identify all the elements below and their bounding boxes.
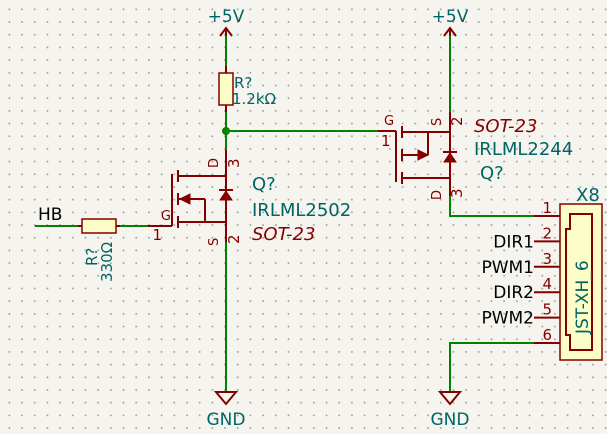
q-low-ref: Q?	[252, 174, 276, 195]
resistor-gate: R? 330Ω	[78, 218, 120, 282]
connector-pin-2-number: 2	[542, 224, 552, 242]
gnd-right-symbol: GND	[431, 391, 470, 430]
wire-pin6-gnd	[449, 342, 535, 393]
q-high-footprint: SOT-23	[474, 116, 537, 137]
connector-pin-6-number: 6	[542, 326, 552, 344]
q-high-pin-s: S	[430, 118, 445, 126]
connector-pin-4-number: 4	[542, 275, 552, 293]
q-low-value: IRLML2502	[252, 200, 351, 221]
connector-pin-4-name: DIR2	[493, 283, 534, 303]
connector-value: JST-XH_6	[573, 260, 593, 335]
q-high-pin-d: D	[430, 190, 445, 200]
vcc-left-label: +5V	[208, 7, 245, 27]
vcc-left-symbol: +5V	[208, 7, 245, 37]
gnd-right-label: GND	[431, 410, 470, 430]
q-low-pin-d: D	[207, 158, 222, 168]
q-low-num-s: 2	[225, 234, 243, 244]
q-high-num-d: 3	[448, 188, 466, 198]
connector-housing	[565, 213, 593, 351]
q-low-footprint: SOT-23	[252, 224, 315, 245]
connector-pin-1-number: 1	[542, 199, 552, 217]
connector-pin-3-name: PWM1	[481, 258, 534, 278]
q-low-num-d: 3	[225, 158, 243, 168]
vcc-right-label: +5V	[432, 7, 469, 27]
connector-pin-5-number: 5	[542, 301, 552, 319]
net-label-hb: HB	[38, 205, 62, 225]
q-high-value: IRLML2244	[474, 139, 573, 160]
wire-drain-pin1	[449, 195, 535, 217]
vcc-right-symbol: +5V	[432, 7, 469, 37]
connector-x8: X8 JST-XH_6 1 2 DIR1 3 PWM1 4 DIR2 5 PWM2 6	[481, 185, 603, 361]
q-low-pin-g: G	[161, 209, 171, 224]
q-high-num-s: 2	[448, 116, 466, 126]
q-high-num-g: 1	[381, 132, 391, 150]
mosfet-low-side: G D S 1 3 2 Q? IRLML2502 SOT-23	[148, 150, 351, 246]
connector-ref: X8	[576, 185, 600, 206]
pullup-value: 1.2kΩ	[232, 90, 276, 108]
wires	[35, 35, 535, 393]
q-low-num-g: 1	[152, 226, 162, 244]
connector-pin-2-name: DIR1	[493, 232, 534, 252]
resistor-pullup: R? 1.2kΩ	[218, 66, 276, 112]
connector-pin-5-name: PWM2	[481, 309, 534, 329]
junction-dot	[222, 127, 230, 135]
gate-res-ref: R?	[83, 248, 101, 266]
connector-pin-3-number: 3	[542, 250, 552, 268]
q-high-pin-g: G	[384, 114, 394, 129]
gate-res-value: 330Ω	[98, 242, 116, 282]
q-low-pin-s: S	[207, 238, 222, 246]
mosfet-high-side: G S D 1 2 3 SOT-23 IRLML2244 Q?	[378, 112, 573, 200]
gnd-left-symbol: GND	[207, 391, 246, 430]
q-high-ref: Q?	[480, 163, 504, 184]
pullup-ref: R?	[234, 74, 252, 92]
gnd-left-label: GND	[207, 410, 246, 430]
connector-pins: 1 2 DIR1 3 PWM1 4 DIR2 5 PWM2 6	[481, 199, 560, 344]
